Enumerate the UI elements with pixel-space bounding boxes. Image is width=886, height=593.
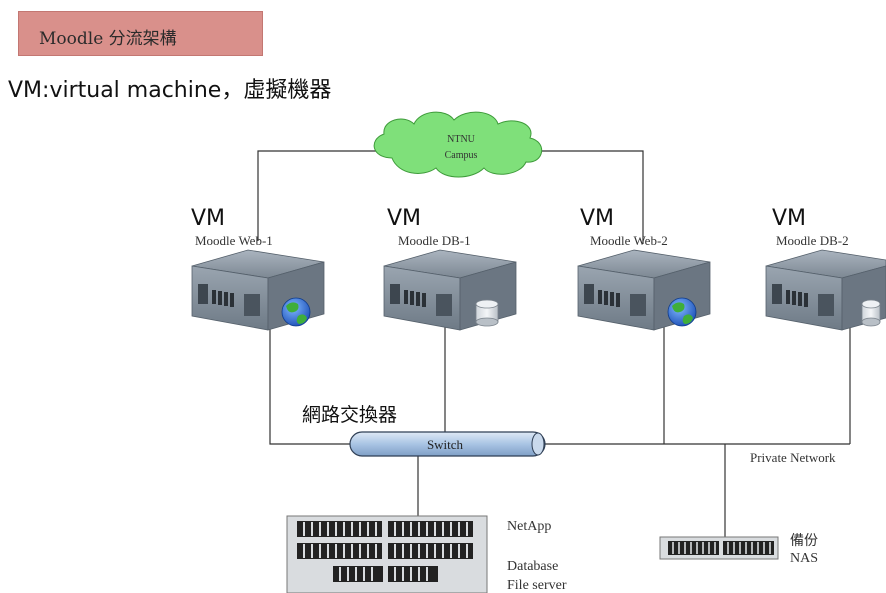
globe-icon [667, 297, 697, 327]
netapp-name: NetApp [507, 519, 551, 534]
campus-link-right [542, 150, 644, 244]
netapp-storage: NetApp Database File server [286, 515, 567, 593]
campus-link-left [257, 150, 380, 241]
nas-storage: 備份 NAS [659, 533, 818, 566]
network-switch: Switch [349, 431, 546, 457]
netapp-role-line2: File server [507, 578, 567, 593]
page-title: Moodle 分流架構 [39, 29, 177, 49]
switch-caption: 網路交換器 [302, 404, 397, 426]
switch-label: Switch [427, 437, 464, 452]
cloud-label-line2: Campus [445, 150, 478, 161]
web1-link [269, 325, 352, 445]
database-icon [475, 299, 499, 327]
cloud-label-line1: NTNU [447, 134, 476, 145]
server-name: Moodle Web-1 [195, 233, 273, 248]
vm-tag: VM [387, 206, 421, 231]
private-network-label: Private Network [750, 450, 836, 465]
page-subtitle: VM:virtual machine，虛擬機器 [8, 78, 332, 103]
server-icon [191, 249, 325, 331]
server-icon [383, 249, 517, 331]
vm-tag: VM [772, 206, 806, 231]
server-name: Moodle DB-1 [398, 233, 471, 248]
ntnu-campus-cloud: NTNU Campus [373, 111, 542, 178]
vm-tag: VM [580, 206, 614, 231]
database-icon [861, 299, 881, 327]
nas-label-line1: 備份 [790, 533, 818, 549]
server-name: Moodle Web-2 [590, 233, 668, 248]
netapp-role-line1: Database [507, 559, 558, 574]
server-moodle-db-1: VM Moodle DB-1 [383, 206, 517, 331]
nas-label-line2: NAS [790, 551, 818, 566]
globe-icon [281, 297, 311, 327]
server-moodle-web-2: VM Moodle Web-2 [577, 206, 711, 331]
server-moodle-web-1: VM Moodle Web-1 [191, 206, 325, 331]
network-links [257, 150, 851, 537]
server-moodle-db-2: VM Moodle DB-2 [765, 206, 886, 331]
vm-tag: VM [191, 206, 225, 231]
title-box: Moodle 分流架構 [18, 11, 263, 56]
server-name: Moodle DB-2 [776, 233, 849, 248]
